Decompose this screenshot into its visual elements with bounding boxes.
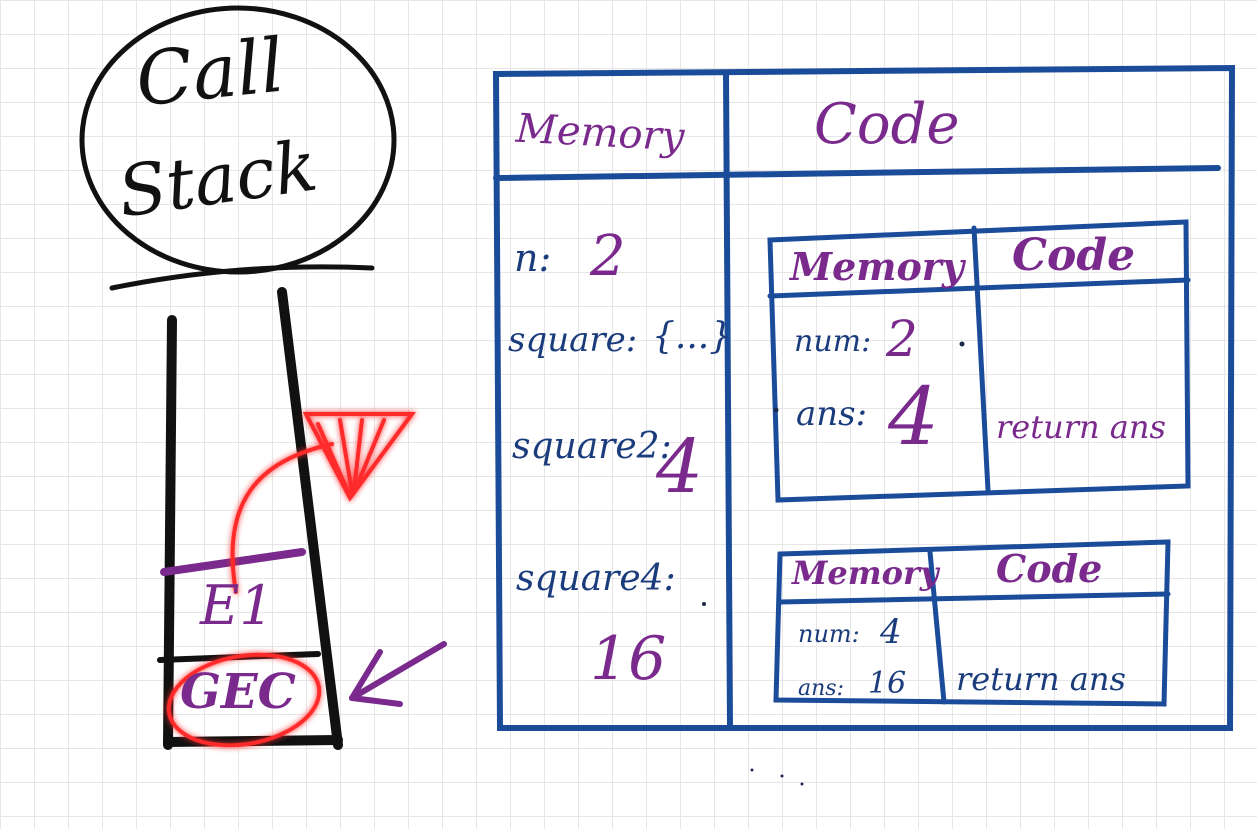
call-stack-right-wall	[277, 287, 343, 750]
context-1-label-ans: ans:	[796, 394, 868, 434]
call-stack-frame-e1: E1	[200, 574, 274, 637]
global-memory-label-square: square:	[508, 320, 638, 360]
global-memory-label-square4: square4:	[516, 558, 676, 599]
context-1-label-num: num:	[794, 324, 872, 359]
context-2-value-num: 4	[880, 612, 902, 652]
context-1-memory-header: Memory	[790, 244, 964, 289]
global-memory-value-square: {...}	[652, 316, 733, 357]
global-memory-header: Memory	[514, 105, 686, 161]
global-memory-value-square4: 16	[590, 624, 667, 694]
context-1-value-ans: 4	[888, 370, 939, 463]
context-1-value-num: 2	[886, 310, 918, 368]
call-stack-title-line1: Call	[131, 22, 289, 124]
global-context-box	[492, 64, 1236, 731]
context-2-label-ans: ans:	[798, 676, 844, 701]
context-2-memory-header: Memory	[792, 554, 939, 592]
context-2-code-header: Code	[996, 546, 1103, 591]
global-memory-label-n: n:	[514, 236, 552, 280]
call-stack-frame-gec: GEC	[180, 664, 296, 720]
global-code-header: Code	[814, 92, 960, 157]
context-1-code-header: Code	[1012, 230, 1136, 281]
gec-highlight-circle	[166, 652, 322, 748]
global-memory-label-square2: square2:	[512, 426, 672, 467]
context-2-box	[773, 539, 1171, 707]
global-memory-value-n: 2	[590, 224, 626, 289]
global-memory-value-square2: 4	[656, 424, 704, 510]
pop-arrow-icon	[230, 412, 416, 594]
context-2-label-num: num:	[798, 620, 860, 648]
context-2-code-line: return ans	[956, 660, 1126, 698]
pointer-arrow-icon	[349, 641, 447, 707]
context-2-value-ans: 16	[868, 666, 907, 701]
call-stack-left-wall	[163, 315, 177, 750]
context-1-code-line: return ans	[996, 408, 1166, 446]
context-1-box	[767, 219, 1191, 503]
